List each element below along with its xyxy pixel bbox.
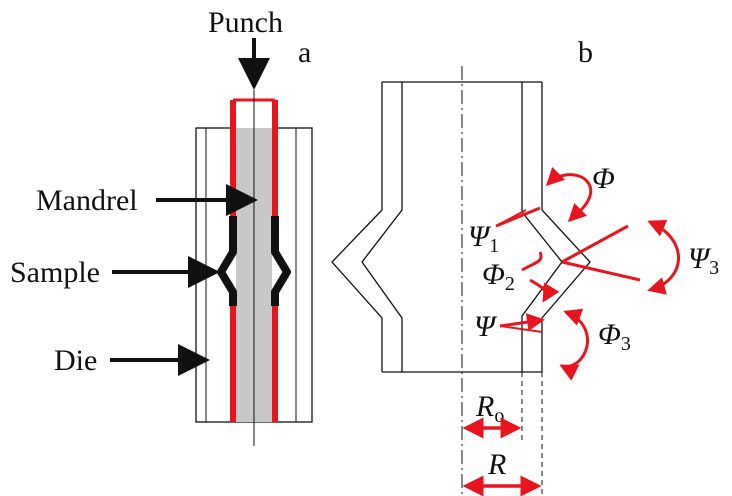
phi-arc	[545, 167, 593, 223]
psi-label: Ψ	[474, 310, 498, 343]
tube-outer-right	[541, 82, 591, 372]
psi1-line-b	[495, 209, 527, 227]
psi-line-b	[499, 325, 543, 333]
punch-label: Punch	[208, 6, 283, 39]
psi3-arc	[647, 219, 680, 295]
tube-outer-left	[331, 82, 383, 372]
psi3-line-down	[561, 260, 641, 282]
psi3-label: Ψ3	[688, 242, 719, 279]
tube-inner-left	[361, 82, 403, 372]
panel-a-label: a	[298, 36, 311, 69]
phi-label: Φ	[592, 162, 615, 195]
phi3-arc	[559, 308, 589, 381]
mandrel-label: Mandrel	[36, 184, 138, 217]
sample-label: Sample	[10, 256, 100, 289]
panel-b-label: b	[578, 36, 593, 69]
sample-left	[217, 216, 237, 306]
psi3-line-up	[561, 224, 629, 264]
r-label: R	[487, 448, 506, 481]
panel-a: a Punch Mandrel Sample Die	[10, 6, 313, 446]
phi3-label: Φ3	[598, 318, 631, 355]
psi1-label: Ψ1	[468, 220, 499, 257]
die-label: Die	[54, 344, 97, 377]
phi2-arc	[521, 251, 546, 300]
psi-line-a	[499, 313, 545, 332]
r0-label: Ro	[475, 390, 504, 427]
panel-b: b Ro R Φ Ψ1 Φ2 Ψ3 Ψ	[331, 36, 719, 496]
sample-right	[271, 216, 291, 306]
phi2-label: Φ2	[482, 258, 515, 295]
